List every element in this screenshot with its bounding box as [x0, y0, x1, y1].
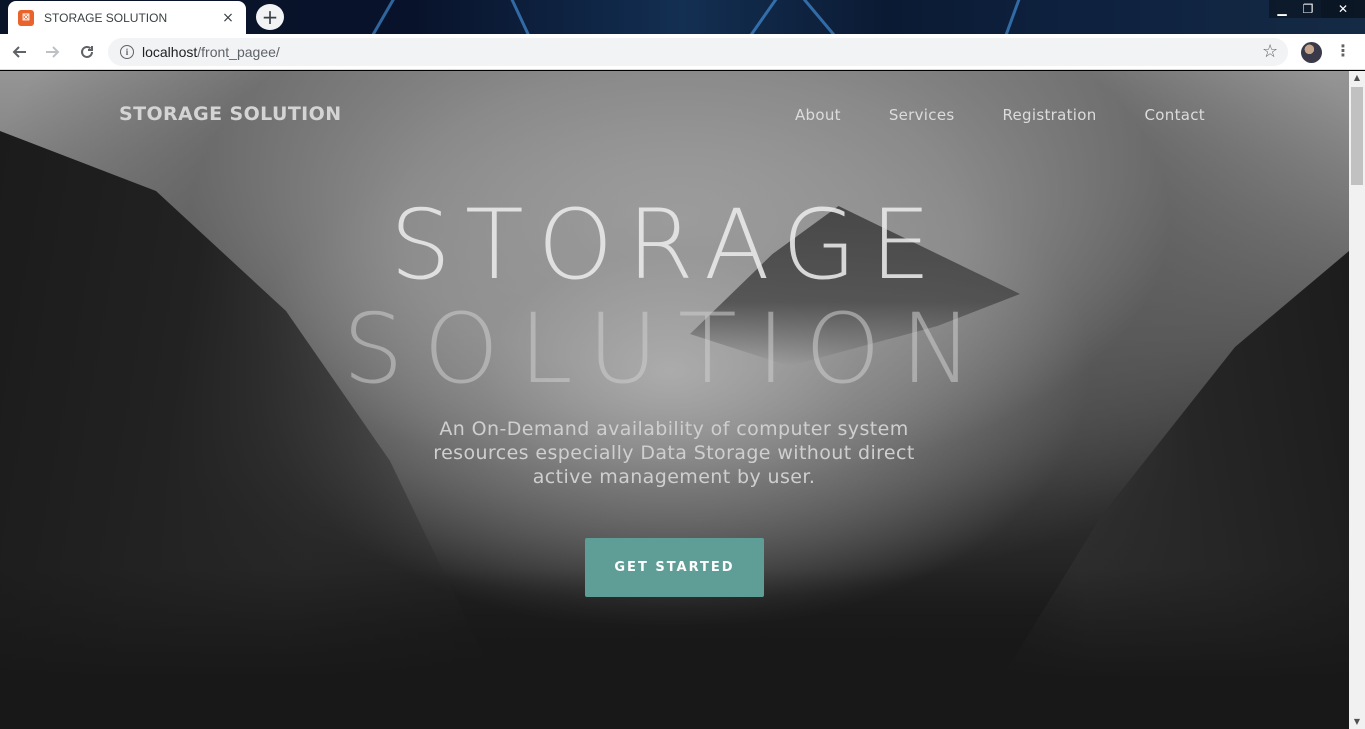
xampp-favicon-icon: ⊠	[18, 9, 34, 26]
tab-title: STORAGE SOLUTION	[44, 10, 168, 25]
scroll-up-arrow-icon[interactable]: ▲	[1353, 73, 1361, 82]
bookmark-star-icon[interactable]: ☆	[1262, 41, 1279, 62]
main-nav: About Services Registration Contact	[747, 106, 1205, 124]
site-info-icon[interactable]: i	[120, 45, 134, 59]
nav-about[interactable]: About	[794, 106, 841, 124]
reload-button[interactable]	[72, 37, 102, 67]
browser-toolbar: i localhost/front_pagee/	[0, 34, 1365, 70]
get-started-button[interactable]: GET STARTED	[585, 538, 764, 597]
browser-menu-icon[interactable]: ⋮	[1335, 41, 1351, 60]
close-window-button[interactable]: ✕	[1321, 0, 1365, 18]
back-arrow-icon	[12, 45, 26, 58]
nav-contact[interactable]: Contact	[1144, 106, 1205, 124]
hero-title-line-2: SOLUTION	[342, 293, 993, 405]
browser-titlebar: ⊠ STORAGE SOLUTION × + ▁ ❐ ✕	[0, 0, 1365, 34]
reload-icon	[81, 45, 93, 58]
close-tab-icon[interactable]: ×	[222, 9, 234, 26]
forward-arrow-icon	[46, 45, 60, 58]
browser-tab[interactable]: ⊠ STORAGE SOLUTION ×	[8, 1, 246, 34]
page-viewport: STORAGE SOLUTION About Services Registra…	[0, 71, 1349, 729]
url-text[interactable]: localhost/front_pagee/	[142, 44, 280, 60]
scrollbar-thumb[interactable]	[1351, 87, 1363, 185]
window-controls: ▁ ❐ ✕	[1269, 0, 1365, 18]
hero-tagline: An On-Demand availability of computer sy…	[433, 418, 915, 488]
forward-button[interactable]	[38, 37, 68, 67]
new-tab-button[interactable]: +	[256, 4, 284, 30]
back-button[interactable]	[4, 37, 34, 67]
profile-avatar[interactable]	[1301, 42, 1322, 63]
site-brand[interactable]: STORAGE SOLUTION	[119, 103, 342, 125]
scroll-down-arrow-icon[interactable]: ▼	[1353, 717, 1361, 726]
hero-title-line-1: STORAGE	[390, 189, 945, 301]
restore-button[interactable]: ❐	[1295, 0, 1321, 18]
page-scrollbar[interactable]: ▲ ▼	[1349, 71, 1365, 729]
nav-registration[interactable]: Registration	[1002, 106, 1097, 124]
address-bar[interactable]: i localhost/front_pagee/	[108, 38, 1288, 66]
nav-services[interactable]: Services	[888, 106, 955, 124]
minimize-button[interactable]: ▁	[1269, 0, 1295, 18]
